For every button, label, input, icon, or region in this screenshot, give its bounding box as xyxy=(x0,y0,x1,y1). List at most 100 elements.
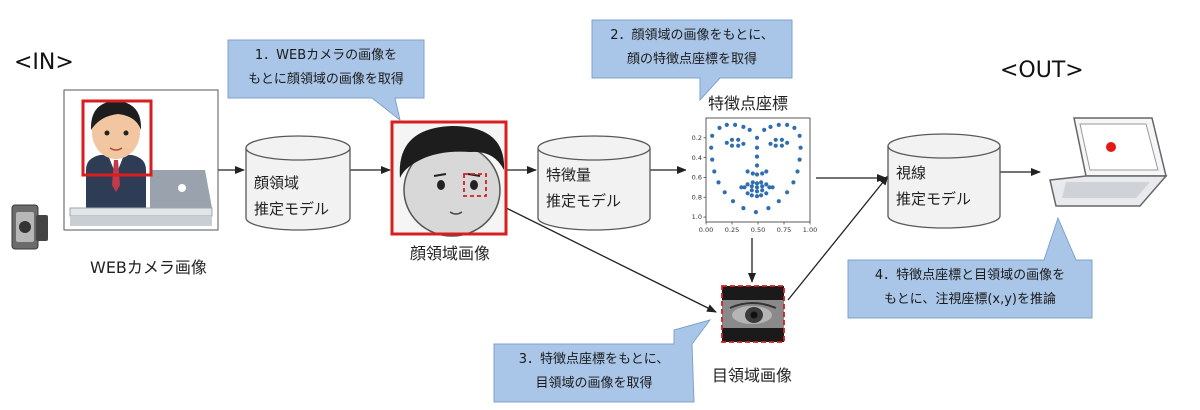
arrow-eye-image-to-gaze-model xyxy=(787,175,889,301)
landmark-point xyxy=(773,143,778,148)
y-tick-label: 0.2 xyxy=(692,134,702,142)
y-tick-label: 0.4 xyxy=(692,154,702,162)
landmark-point xyxy=(754,181,760,186)
x-tick-label: 0.00 xyxy=(699,226,713,234)
callout-step1-line1: 1．WEBカメラの画像を xyxy=(254,48,398,63)
landmark-point xyxy=(792,125,797,130)
callout-step4-line2: もとに、注視座標(x,y)を推論 xyxy=(883,292,1056,307)
callout-step2: 2．顔領域の画像をもとに、 顔の特徴点座標を取得 xyxy=(592,24,792,72)
landmark-point xyxy=(773,137,778,142)
landmark-point xyxy=(729,143,735,148)
gaze-model-cylinder xyxy=(887,133,1001,229)
landmark-point xyxy=(795,169,800,174)
eye-region-marker xyxy=(463,173,487,197)
landmark-point xyxy=(797,157,802,162)
callout-step3-line1: 3．特徴点座標をもとに、 xyxy=(518,352,670,367)
callout-step3-shape xyxy=(493,319,712,403)
landmark-point xyxy=(759,180,764,185)
landmark-point xyxy=(753,210,759,215)
feature-model-label: 特徴量 推定モデル xyxy=(546,162,621,214)
landmark-point xyxy=(776,199,781,204)
landmark-point xyxy=(760,188,765,193)
x-tick-label: 0.75 xyxy=(777,226,791,234)
landmark-point xyxy=(791,180,796,185)
feature-model-cylinder xyxy=(537,135,651,231)
landmark-point xyxy=(754,172,760,177)
y-tick-label: 0.6 xyxy=(692,174,702,182)
callout-step1: 1．WEBカメラの画像を もとに顔領域の画像を取得 xyxy=(228,44,424,92)
landmark-point xyxy=(729,137,735,142)
landmark-point xyxy=(760,184,765,189)
landmark-point xyxy=(797,133,802,138)
landmark-point xyxy=(762,127,767,132)
landmark-plot-title: 特徴点座標 xyxy=(708,94,789,113)
landmark-point xyxy=(785,140,790,145)
face-model-label: 顔領域 推定モデル xyxy=(254,170,329,222)
eye-region-image xyxy=(721,285,785,343)
landmark-points xyxy=(709,122,803,215)
face-image-border xyxy=(390,120,508,236)
face-region-image xyxy=(390,120,508,237)
landmark-point xyxy=(741,141,746,146)
webcam-image-caption: WEBカメラ画像 xyxy=(90,258,207,277)
landmark-point xyxy=(742,185,747,190)
gaze-point-indicator xyxy=(1106,142,1116,152)
landmark-point xyxy=(785,190,790,195)
landmark-plot-axes xyxy=(705,117,811,223)
output-label: <OUT> xyxy=(1000,58,1084,83)
callout-step3: 3．特徴点座標をもとに、 目領域の画像を取得 xyxy=(494,348,694,396)
input-label: <IN> xyxy=(14,50,74,75)
feature-model-label-line1: 特徴量 xyxy=(546,166,592,184)
landmark-point xyxy=(764,182,769,187)
landmark-point xyxy=(745,191,750,196)
landmark-point xyxy=(779,143,785,148)
landmark-point xyxy=(712,169,717,174)
webcam-image-panel xyxy=(63,89,219,231)
face-region-model-cylinder xyxy=(245,135,351,231)
gaze-model-label-line1: 視線 xyxy=(896,164,927,182)
landmark-point xyxy=(754,163,760,168)
landmark-point xyxy=(749,184,754,189)
output-laptop-icon xyxy=(1049,117,1168,207)
landmark-point xyxy=(768,141,773,146)
eye-image-border xyxy=(721,285,785,343)
callout-step4-line1: 4．特徴点座標と目領域の画像を xyxy=(874,268,1066,283)
landmark-point xyxy=(764,191,769,196)
x-tick-label: 0.50 xyxy=(751,226,765,234)
callout-step2-shape xyxy=(591,19,793,102)
landmark-point xyxy=(760,171,765,176)
landmark-point xyxy=(736,137,741,142)
landmark-point xyxy=(710,157,715,162)
landmark-point xyxy=(759,193,764,198)
landmark-point xyxy=(717,125,722,130)
callout-step2-line2: 顔の特徴点座標を取得 xyxy=(626,52,757,67)
callout-step4-shape xyxy=(847,216,1093,319)
landmark-point xyxy=(754,135,760,140)
landmark-point xyxy=(798,145,803,150)
landmark-point xyxy=(730,199,736,204)
landmark-point xyxy=(745,182,750,187)
landmark-point xyxy=(754,189,760,194)
webcam-face-detection-box xyxy=(81,99,153,177)
callout-step1-line2: もとに顔領域の画像を取得 xyxy=(248,72,404,87)
landmark-point xyxy=(750,180,755,185)
landmark-point xyxy=(739,185,744,190)
landmark-point xyxy=(770,185,775,190)
landmark-point xyxy=(754,145,760,150)
callout-step2-line1: 2．顔領域の画像をもとに、 xyxy=(610,28,774,43)
landmark-point xyxy=(785,122,790,127)
landmark-point xyxy=(745,169,750,174)
landmark-point xyxy=(709,145,714,150)
y-tick-label: 0.8 xyxy=(692,193,702,201)
gaze-model-label-line2: 推定モデル xyxy=(896,190,972,208)
landmark-point xyxy=(766,206,771,211)
landmark-point xyxy=(754,194,760,199)
landmark-point xyxy=(767,185,772,190)
landmark-point xyxy=(736,143,741,148)
landmark-point xyxy=(724,140,729,145)
landmark-point xyxy=(754,185,760,190)
face-model-label-line1: 顔領域 xyxy=(254,174,300,192)
